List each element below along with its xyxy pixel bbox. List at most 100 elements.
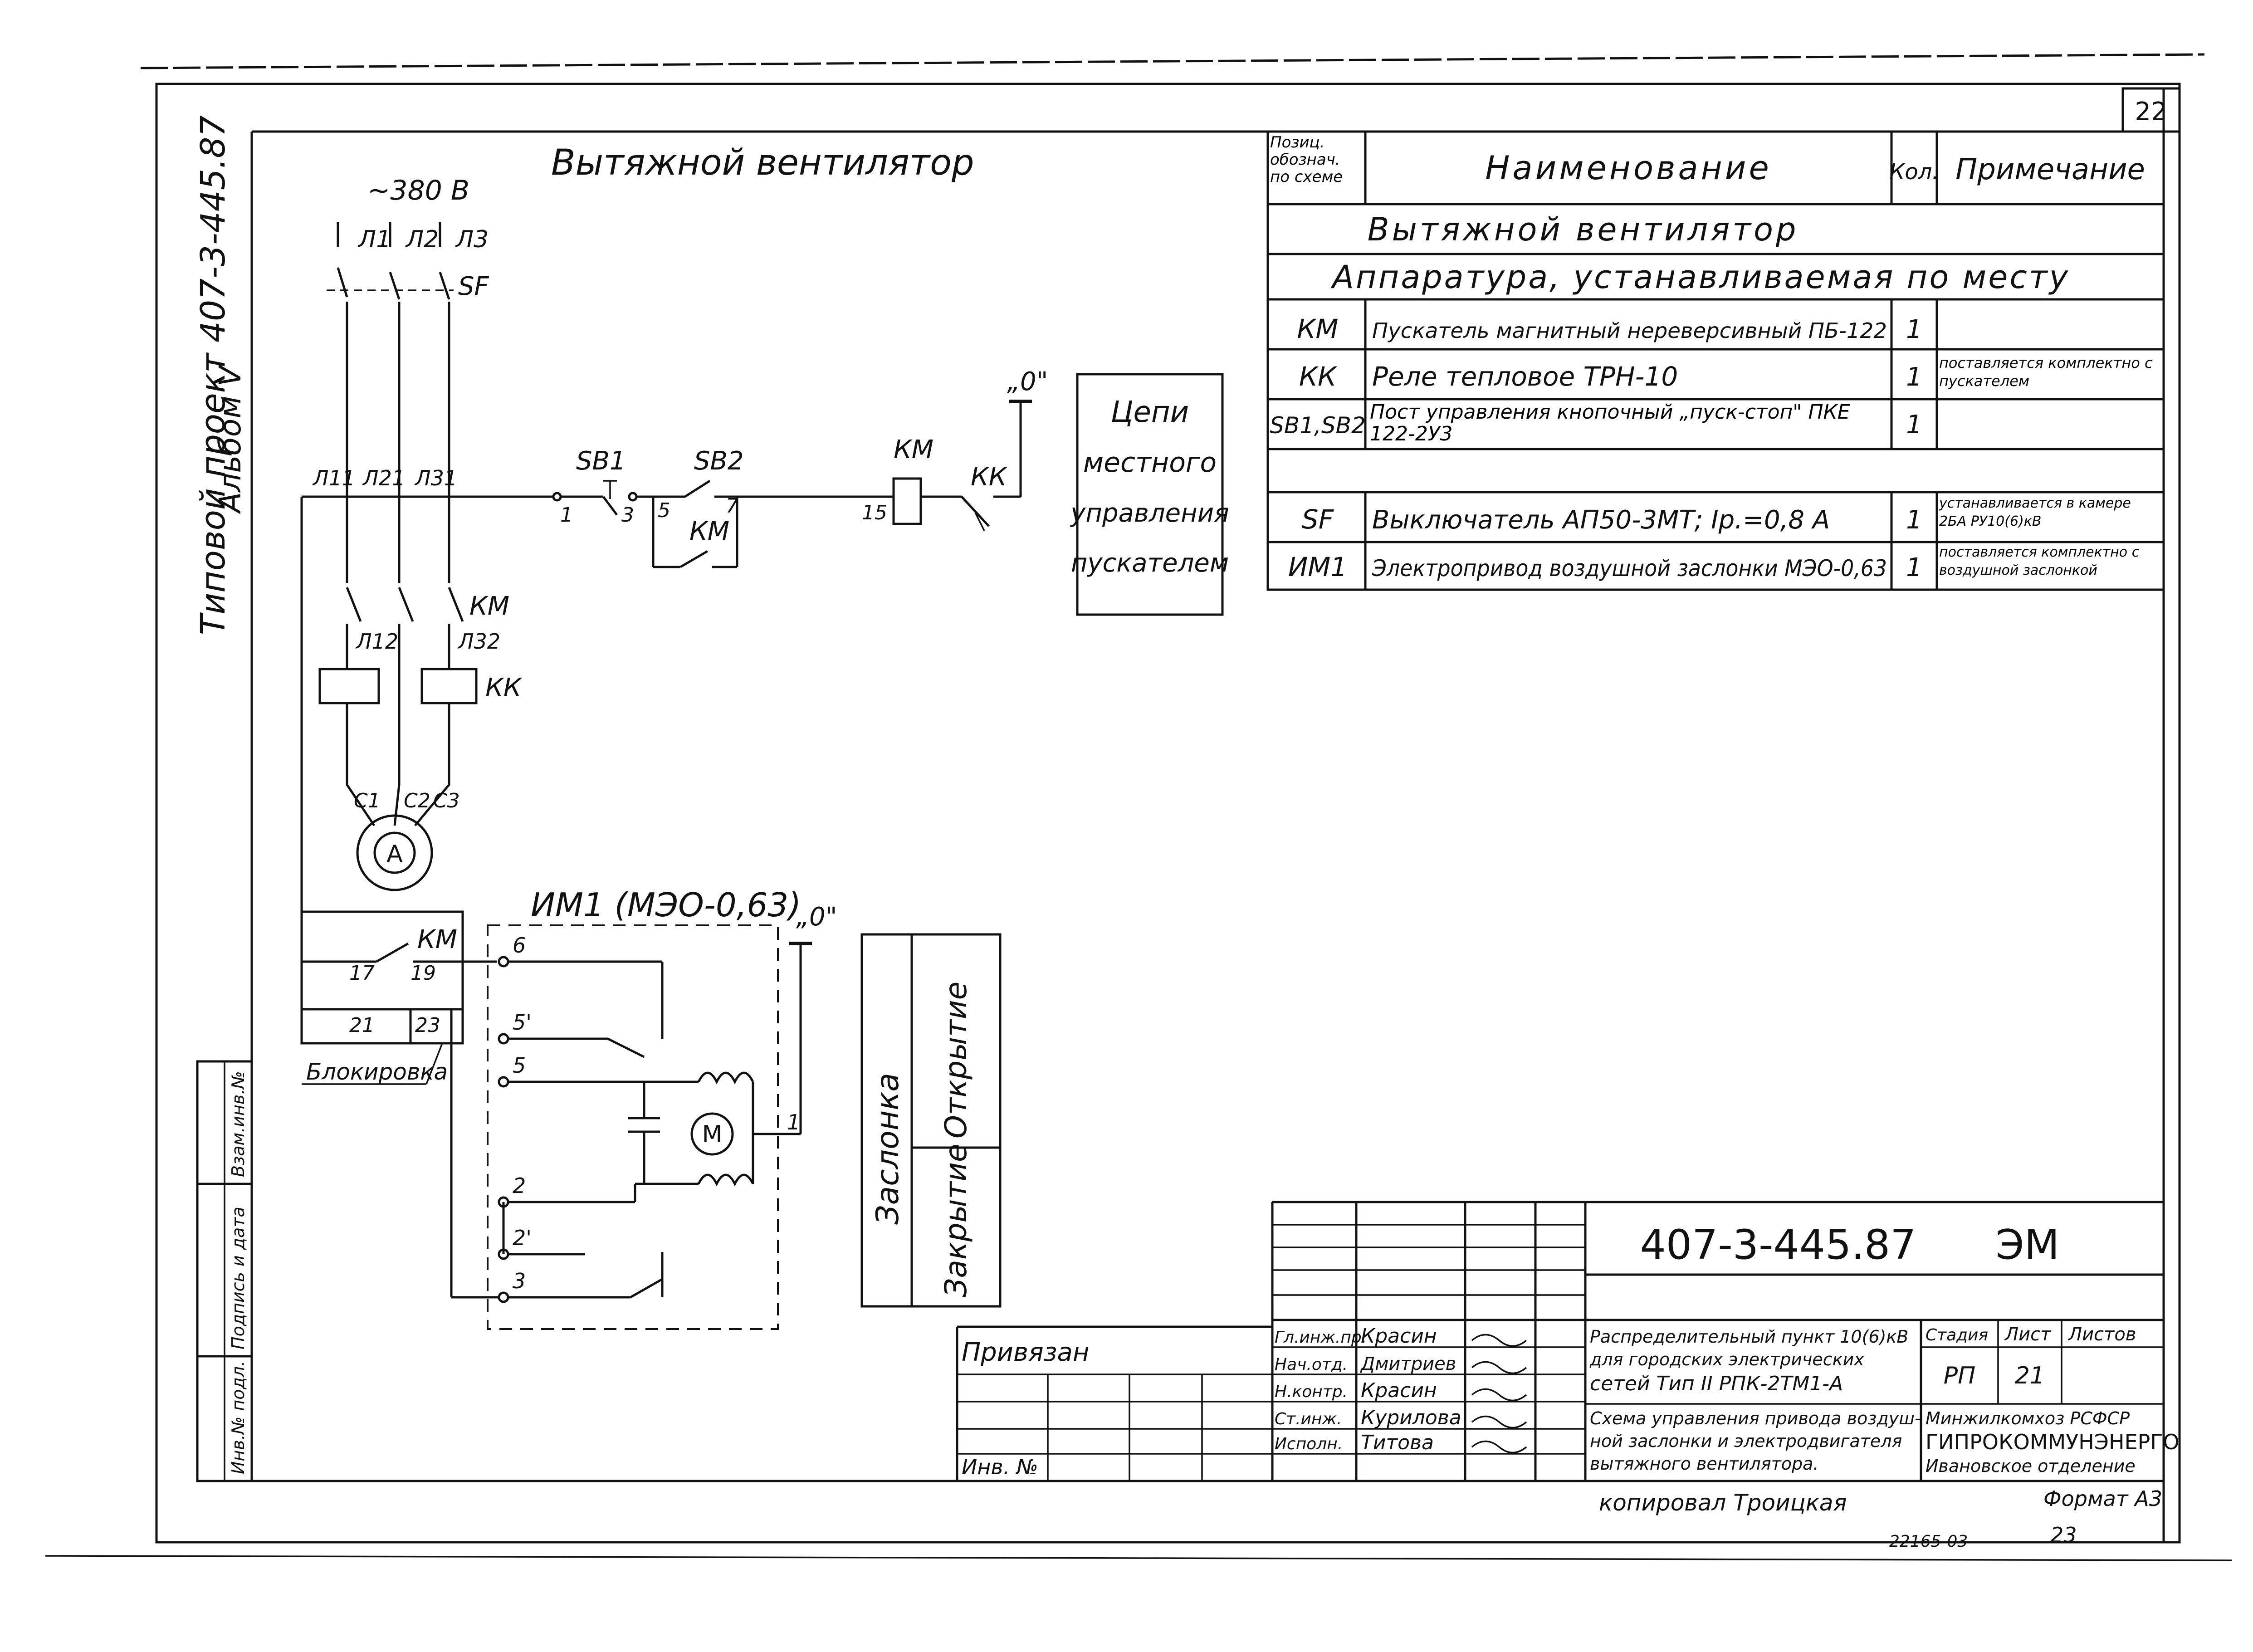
actuator-zero: „0"	[796, 902, 837, 932]
sheet-number: 22	[2135, 97, 2167, 127]
footer-copied: копировал Троицкая	[1599, 1490, 1847, 1516]
interlock-23: 23	[415, 1014, 440, 1037]
desc-line-5: ной заслонки и электродвигателя	[1590, 1431, 1902, 1451]
term-2prime: 2'	[513, 1226, 532, 1250]
spec-row-5-note: устанавливается в камере 2БА РУ10(6)кВ	[1939, 495, 2131, 529]
term-5: 5	[513, 1053, 526, 1078]
spec-table: Позиц. обознач. по схеме Наименование Ко…	[1266, 130, 2165, 591]
contact-l12: Л12	[355, 629, 398, 654]
coil-km-label: КМ	[894, 435, 933, 464]
contactor-km-label: КМ	[469, 591, 509, 621]
kk-contact-label: КК	[971, 462, 1008, 492]
sheets-header: Листов	[2067, 1324, 2136, 1345]
breaker-label: SF	[458, 272, 489, 301]
desc-line-2: для городских электрических	[1589, 1349, 1864, 1369]
node-7: 7	[726, 494, 738, 518]
person-3-name: Красин	[1361, 1379, 1437, 1402]
term-1: 1	[787, 1110, 800, 1134]
motor-c3: С3	[433, 789, 460, 812]
spec-header-qty: Кол.	[1889, 159, 1939, 185]
stamp-inv: Инв.№ подл.	[228, 1361, 248, 1474]
footer-order: 22165-03	[1889, 1532, 1968, 1551]
control-wiring	[449, 400, 1032, 568]
power-wiring	[300, 222, 478, 1009]
bus-l11: Л11	[312, 466, 355, 490]
damper-table: Заслонка Открытие Закрытие	[860, 933, 1002, 1308]
km-hold-label: КМ	[689, 517, 729, 546]
title-block: 407-3-445.87 ЭМ Привязан Инв. № Гл.инж.п…	[956, 1201, 2180, 1481]
actuator-wiring: M	[300, 910, 812, 1330]
spec-row-2-pos: КК	[1299, 361, 1338, 392]
stamp-sign: Подпись и дата	[228, 1207, 248, 1349]
spec-row-5-pos: SF	[1302, 504, 1334, 535]
spec-subsection: Аппаратура, устанавливаемая по месту	[1330, 259, 2070, 296]
local-box-line-2: местного	[1083, 447, 1217, 479]
person-5-role: Исполн.	[1275, 1435, 1343, 1453]
spec-row-6-note: поставляется комплектно с воздушной засл…	[1939, 544, 2140, 578]
local-box-line-3: управления	[1070, 499, 1229, 528]
sb2-label: SB2	[694, 446, 744, 476]
thermal-kk-label: КК	[485, 673, 523, 703]
desc-line-1: Распределительный пункт 10(6)кВ	[1590, 1327, 1908, 1347]
stage-header: Стадия	[1926, 1326, 1988, 1344]
actuator-title: ИМ1 (МЭО-0,63)	[531, 886, 801, 924]
spec-row-3-pos: SB1,SB2	[1270, 412, 1366, 439]
footer-format: Формат А3	[2043, 1486, 2162, 1511]
interlock-17: 17	[349, 962, 375, 985]
org-line-2: ГИПРОКОММУНЭНЕРГО	[1926, 1430, 2180, 1454]
interlock-19: 19	[411, 962, 436, 985]
sheet-value: 21	[2015, 1362, 2045, 1389]
title-inv: Инв. №	[962, 1455, 1038, 1479]
interlock-km: КМ	[417, 925, 457, 954]
sheet-header: Лист	[2004, 1324, 2052, 1345]
stamp-replace: Взам.инв.№	[228, 1071, 248, 1177]
spec-row-1-pos: КМ	[1297, 313, 1338, 344]
title-code: 407-3-445.87	[1640, 1221, 1916, 1269]
signature-2	[1471, 1361, 1527, 1374]
person-4-role: Ст.инж.	[1275, 1410, 1342, 1428]
spec-row-3-qty: 1	[1906, 410, 1922, 440]
term-2: 2	[513, 1173, 526, 1198]
person-2-name: Дмитриев	[1360, 1354, 1456, 1374]
control-zero: „0"	[1007, 367, 1048, 396]
signature-1	[1471, 1334, 1527, 1347]
spec-section: Вытяжной вентилятор	[1368, 211, 1799, 248]
damper-title: Заслонка	[870, 1073, 906, 1225]
spec-row-5-name: Выключатель АП50-3МТ; Iр.=0,8 А	[1372, 505, 1830, 535]
local-box-line-4: пускателем	[1071, 548, 1229, 578]
contact-l32: Л32	[457, 629, 500, 654]
person-2-role: Нач.отд.	[1275, 1355, 1348, 1374]
person-5-name: Титова	[1361, 1431, 1434, 1454]
local-control-box: Цепи местного управления пускателем	[1070, 373, 1229, 616]
node-15: 15	[862, 501, 887, 524]
spec-row-6-name: Электропривод воздушной заслонки МЭО-0,6…	[1372, 555, 1887, 582]
spec-row-2-note: поставляется комплектно с пускателем	[1939, 354, 2153, 390]
local-box-line-1: Цепи	[1111, 396, 1189, 429]
desc-line-6: вытяжного вентилятора.	[1590, 1454, 1818, 1474]
spec-header-note: Примечание	[1955, 153, 2145, 186]
desc-line-4: Схема управления привода воздуш-	[1590, 1408, 1921, 1428]
footer-page: 23	[2050, 1523, 2077, 1547]
motor-a: A	[386, 841, 403, 868]
person-3-role: Н.контр.	[1275, 1383, 1348, 1401]
term-5prime: 5'	[513, 1010, 532, 1035]
person-1-name: Красин	[1361, 1325, 1437, 1348]
spec-header-name: Наименование	[1485, 149, 1772, 187]
album-margin: Альбом V	[213, 364, 248, 514]
desc-line-3: сетей Тип II РПК-2ТМ1-А	[1590, 1372, 1843, 1395]
org-line-1: Минжилкомхоз РСФСР	[1926, 1408, 2130, 1428]
diagram-title: Вытяжной вентилятор	[551, 142, 974, 183]
phase-l1: Л1	[357, 226, 391, 253]
interlock-label: Блокировка	[306, 1059, 448, 1085]
motor-c2: С2	[404, 789, 430, 812]
damper-close: Закрытие	[938, 1144, 973, 1297]
motor-c1: С1	[354, 789, 381, 812]
spec-row-1-name: Пускатель магнитный нереверсивный ПБ-122	[1372, 318, 1887, 343]
node-1: 1	[560, 503, 573, 527]
term-6: 6	[513, 933, 526, 958]
supply-voltage: ~380 В	[367, 175, 469, 206]
title-mark: ЭМ	[1996, 1221, 2060, 1269]
spec-row-2-name: Реле тепловое ТРН-10	[1372, 361, 1678, 392]
signature-5	[1471, 1440, 1527, 1454]
